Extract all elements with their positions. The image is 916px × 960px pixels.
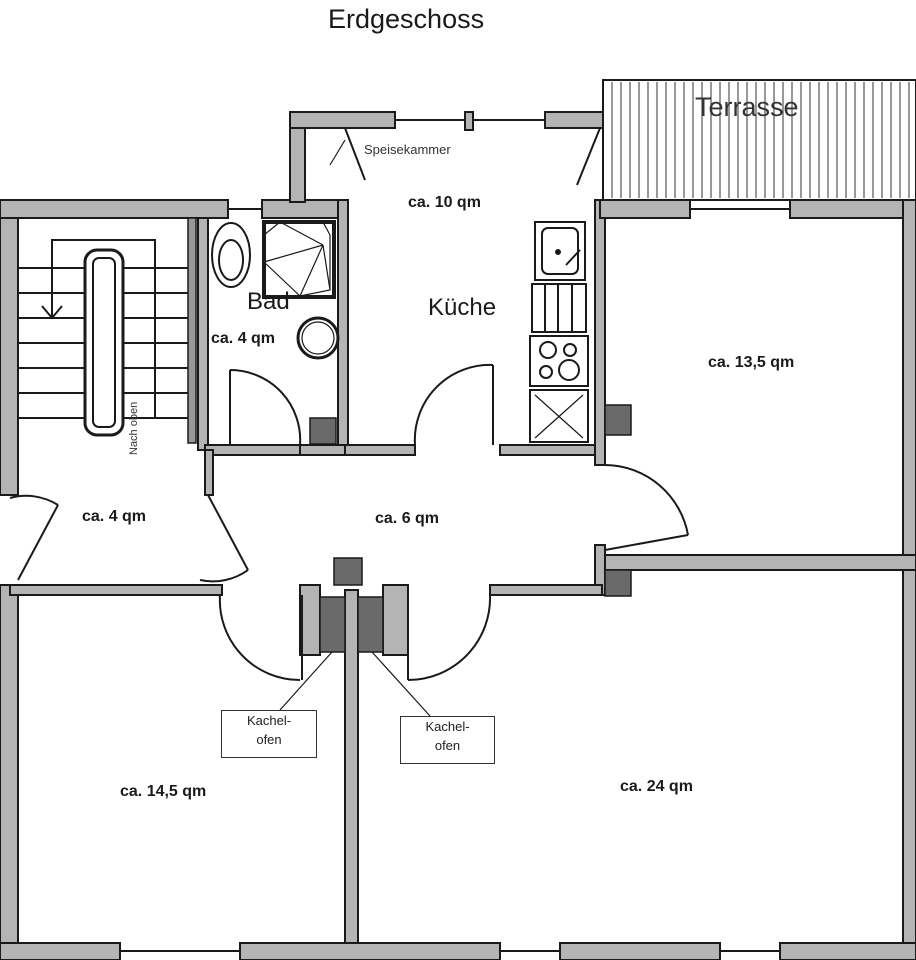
stairwell-area: ca. 4 qm xyxy=(82,508,147,525)
chimneys xyxy=(309,404,632,653)
bath-label: Bad xyxy=(247,288,290,315)
staircase xyxy=(18,217,197,444)
kitchen-label: Küche xyxy=(428,294,497,321)
stove-callout-lines xyxy=(279,651,431,717)
stove-label-line: Kachel- xyxy=(246,713,292,728)
kitchen-fixtures xyxy=(529,221,589,443)
stairs-direction-label: Nach oben xyxy=(128,401,140,455)
stove-label-right: Kachel- ofen xyxy=(400,716,495,764)
room-24-area: ca. 24 qm xyxy=(620,778,693,795)
stove-label-line: ofen xyxy=(434,738,461,753)
bath-area: ca. 4 qm xyxy=(211,330,276,347)
stove-label-line: Kachel- xyxy=(425,719,470,734)
terrace-label: Terrasse xyxy=(695,92,799,122)
doors xyxy=(9,127,689,682)
kitchen-area: ca. 10 qm xyxy=(408,194,481,211)
stove-label-line: ofen xyxy=(256,732,282,747)
room-13-area: ca. 13,5 qm xyxy=(708,354,795,371)
stove-label-left: Kachel- ofen xyxy=(221,710,317,758)
pantry-label: Speisekammer xyxy=(364,142,451,157)
terrace-hatch xyxy=(602,79,916,201)
windows xyxy=(120,111,790,952)
page-title: Erdgeschoss xyxy=(328,4,485,34)
hall-area: ca. 6 qm xyxy=(375,510,440,527)
room-14-area: ca. 14,5 qm xyxy=(120,783,207,800)
walls xyxy=(0,111,916,960)
bath-fixtures xyxy=(211,220,340,360)
